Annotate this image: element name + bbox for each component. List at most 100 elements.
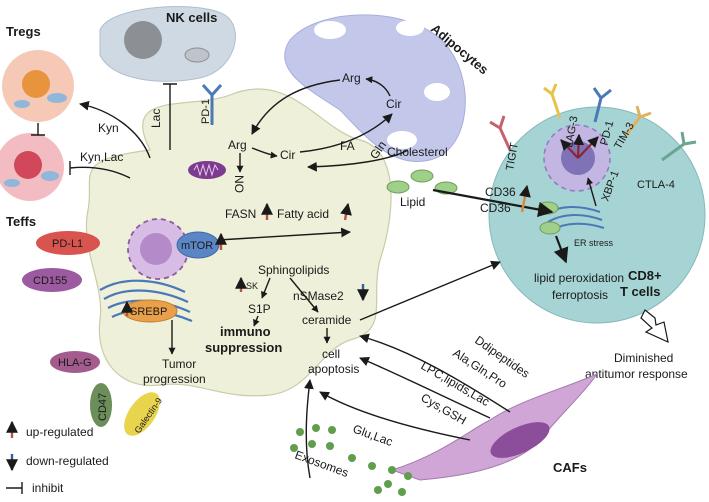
cholesterol-label: Cholesterol	[387, 145, 448, 159]
pdl1-label: PD-L1	[52, 238, 83, 250]
arrow-xbp1-nucleus	[586, 177, 597, 207]
cd155-label: CD155	[33, 275, 67, 287]
peroxidation-line-2: ferroptosis	[552, 288, 608, 302]
cd8-checkpoint-upregulation-arrows	[560, 133, 599, 159]
sphingolipids-label: Sphingolipids	[258, 263, 329, 277]
ctla4-label: CTLA-4	[637, 179, 675, 191]
pd1-top-label: PD-1	[200, 99, 212, 124]
legend-down-label: down-regulated	[26, 454, 109, 468]
cd36-a-label: CD36	[485, 185, 516, 199]
tumor-progression-label: Tumor progression	[143, 357, 206, 386]
diminished-label: Diminished antitumor response	[585, 351, 688, 381]
ceramide-label: ceramide	[302, 313, 352, 327]
checkpoint-lag3	[543, 83, 562, 119]
checkpoint-ctla4	[661, 131, 697, 162]
caf-cell	[390, 372, 599, 481]
fatty-acid-label: Fatty acid	[277, 207, 329, 221]
legend-inhibit-symbol	[6, 482, 23, 494]
cir-tumor-label: Cir	[280, 148, 295, 162]
arrow-caf-lpc	[359, 356, 491, 419]
nsmase2-label: nSMase2	[293, 289, 344, 303]
adipocyte-cell	[284, 14, 466, 163]
cafs-label: CAFs	[553, 460, 587, 475]
arrow-adipo-cir-arg	[365, 76, 391, 97]
legend-up-label: up-regulated	[26, 425, 93, 439]
exosomes-label: Exosomes	[293, 448, 350, 480]
arrow-sphingo-s1p	[261, 277, 271, 299]
peroxidation-line-1: lipid peroxidation	[534, 271, 624, 285]
arrow-mtor-fasn	[217, 227, 351, 241]
lac-nk-label: Lac	[149, 109, 163, 128]
cd8-line-1: CD8+	[628, 268, 662, 283]
cd8-line-2: T cells	[620, 284, 660, 299]
arrow-s1p-immuno	[253, 315, 260, 327]
mtor-label: mTOR	[181, 240, 213, 252]
fasn-label: FASN	[225, 207, 256, 221]
arrow-caf-ddipeptides	[359, 333, 511, 413]
teffs-label: Teffs	[6, 214, 36, 229]
arg-adipo-label: Arg	[342, 71, 361, 85]
up-regulation-arrows	[121, 184, 531, 316]
inhibit-tregs-teffs	[31, 123, 45, 136]
fa-label: FA	[340, 139, 355, 153]
kyn-label: Kyn	[98, 121, 119, 135]
marker-cd155: CD155	[22, 268, 82, 292]
srebp-label: SREBP	[130, 306, 167, 318]
arrow-ceramide-cd8	[359, 260, 501, 321]
arrow-lipid-cd8	[432, 188, 554, 218]
up-arrow-fatty-acid	[340, 202, 352, 221]
checkpoint-tigit	[489, 115, 512, 151]
nk-cell	[99, 6, 236, 82]
s1p-label: S1P	[248, 302, 271, 316]
marker-cd47: CD47	[90, 383, 112, 427]
tregs-cell	[2, 50, 74, 122]
lipid-label: Lipid	[400, 195, 425, 209]
apoptosis-line-1: cell	[322, 347, 340, 361]
mtor-node	[176, 231, 220, 259]
checkpoint-pd1	[592, 87, 612, 123]
cir-adipo-label: Cir	[386, 97, 401, 111]
arrow-exosomes-tumor	[304, 379, 314, 479]
immuno-suppression-label: immuno suppression	[205, 324, 282, 355]
arrow-arg-cir-tumor	[251, 147, 278, 159]
progression-line-2: progression	[143, 372, 206, 386]
arrow-kyn-tregs	[79, 100, 151, 159]
marker-galectin9: Galectin-9	[124, 392, 164, 436]
arrow-tumor-cir-to-adipo	[299, 113, 393, 153]
lipid-droplets-outside	[386, 169, 458, 195]
arrow-droplets-peroxidation	[553, 235, 569, 264]
tumor-mitochondria	[188, 161, 226, 179]
sk-label: SK	[246, 281, 258, 291]
legend: up-regulated down-regulated inhibit	[5, 420, 109, 495]
apoptosis-line-2: apoptosis	[308, 362, 359, 376]
lipid-peroxidation-label: lipid peroxidation ferroptosis	[534, 271, 627, 302]
tumor-nucleus-inner	[140, 233, 172, 265]
diminished-line-1: Diminished	[614, 351, 673, 365]
legend-inhibit-label: inhibit	[32, 481, 64, 495]
hollow-arrow-diminished	[640, 309, 669, 344]
arg-tumor-label: Arg	[228, 138, 247, 152]
cd36-b-label: CD36	[480, 201, 511, 215]
glu-lac-label: Glu,Lac	[351, 422, 395, 449]
exosome-vesicles	[290, 424, 412, 496]
inhibit-lac-nk	[163, 83, 177, 150]
er-stress-label: ER stress	[574, 238, 614, 248]
marker-hlag: HLA-G	[50, 351, 100, 373]
cell-apoptosis-label: cell apoptosis	[308, 347, 359, 376]
progression-line-1: Tumor	[162, 357, 196, 371]
immuno-line-1: immuno	[220, 324, 271, 339]
arrow-adipo-arg-to-tumor	[251, 79, 341, 135]
arrow-sphingo-ceramide	[289, 277, 319, 313]
tigit-label: TIGIT	[504, 141, 521, 171]
kyn-lac-label: Kyn,Lac	[80, 150, 123, 164]
immuno-line-2: suppression	[205, 340, 282, 355]
pd1-receptor-top	[201, 83, 223, 125]
no-label: NO	[232, 175, 246, 193]
cd8-cell-body	[488, 106, 706, 324]
hlag-label: HLA-G	[58, 357, 92, 369]
cd47-label: CD47	[97, 393, 109, 421]
diminished-line-2: antitumor response	[585, 367, 688, 381]
teffs-cell	[0, 133, 64, 201]
